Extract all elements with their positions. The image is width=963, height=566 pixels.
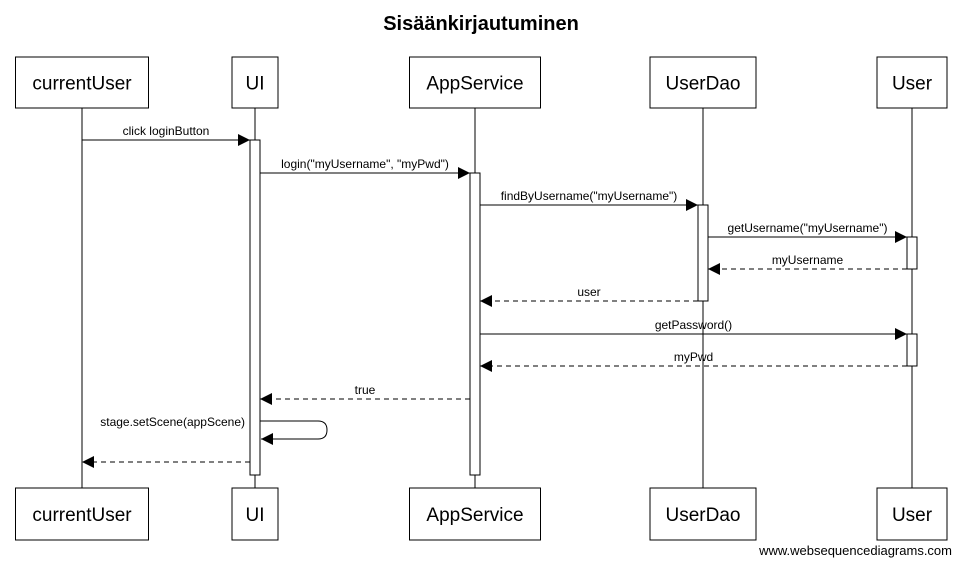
participant-AppService-top: AppService [409, 56, 541, 109]
message-5: myUsername [708, 253, 907, 275]
participant-label: User [892, 74, 933, 95]
participant-label: UI [246, 74, 265, 95]
message-3: findByUsername("myUsername") [480, 189, 698, 211]
participant-AppService-bottom: AppService [409, 487, 541, 541]
participant-box [15, 56, 149, 109]
message-9: true [260, 383, 470, 405]
message-7: getPassword() [480, 318, 907, 340]
message-label: myPwd [674, 350, 713, 364]
participant-label: AppService [426, 74, 523, 95]
message-label: findByUsername("myUsername") [501, 189, 678, 203]
activation-UserDao [697, 204, 709, 302]
participant-box [649, 487, 757, 541]
participant-currentUser-top: currentUser [15, 56, 149, 109]
message-4: getUsername("myUsername") [708, 221, 907, 243]
participant-UI-bottom: UI [231, 487, 279, 541]
message-6: user [480, 285, 698, 307]
participant-label: UserDao [666, 505, 741, 526]
message-label: user [577, 285, 600, 299]
participant-UserDao-bottom: UserDao [649, 487, 757, 541]
watermark-text: www.websequencediagrams.com [758, 543, 952, 558]
activation-User-getUsername [906, 236, 918, 270]
participant-box [231, 487, 279, 541]
participant-box [649, 56, 757, 109]
message-arrow [260, 420, 328, 445]
participant-box [876, 487, 948, 541]
participant-label: currentUser [32, 74, 132, 95]
participant-box [876, 56, 948, 109]
message-8: myPwd [480, 350, 907, 372]
participant-box [409, 487, 541, 541]
message-1: click loginButton [82, 124, 250, 146]
message-label: click loginButton [123, 124, 210, 138]
participant-label: UserDao [666, 74, 741, 95]
activation-User-getPassword [906, 333, 918, 367]
participant-label: currentUser [32, 505, 132, 526]
message-label: login("myUsername", "myPwd") [281, 157, 449, 171]
participant-label: User [892, 505, 933, 526]
message-label: getUsername("myUsername") [728, 221, 888, 235]
participant-currentUser-bottom: currentUser [15, 487, 149, 541]
message-label: true [355, 383, 376, 397]
participant-UserDao-top: UserDao [649, 56, 757, 109]
participant-box [15, 487, 149, 541]
participant-box [231, 56, 279, 109]
message-label: myUsername [772, 253, 844, 267]
activation-UI [249, 139, 261, 476]
participant-label: AppService [426, 505, 523, 526]
activation-AppService [469, 172, 481, 476]
message-label: stage.setScene(appScene) [100, 415, 245, 429]
message-2: login("myUsername", "myPwd") [260, 157, 470, 179]
diagram-title: Sisäänkirjautuminen [383, 13, 579, 35]
participant-box [409, 56, 541, 109]
message-10: stage.setScene(appScene) [100, 415, 328, 445]
message-label: getPassword() [655, 318, 732, 332]
participant-UI-top: UI [231, 56, 279, 109]
participant-label: UI [246, 505, 265, 526]
participant-User-top: User [876, 56, 948, 109]
participant-User-bottom: User [876, 487, 948, 541]
